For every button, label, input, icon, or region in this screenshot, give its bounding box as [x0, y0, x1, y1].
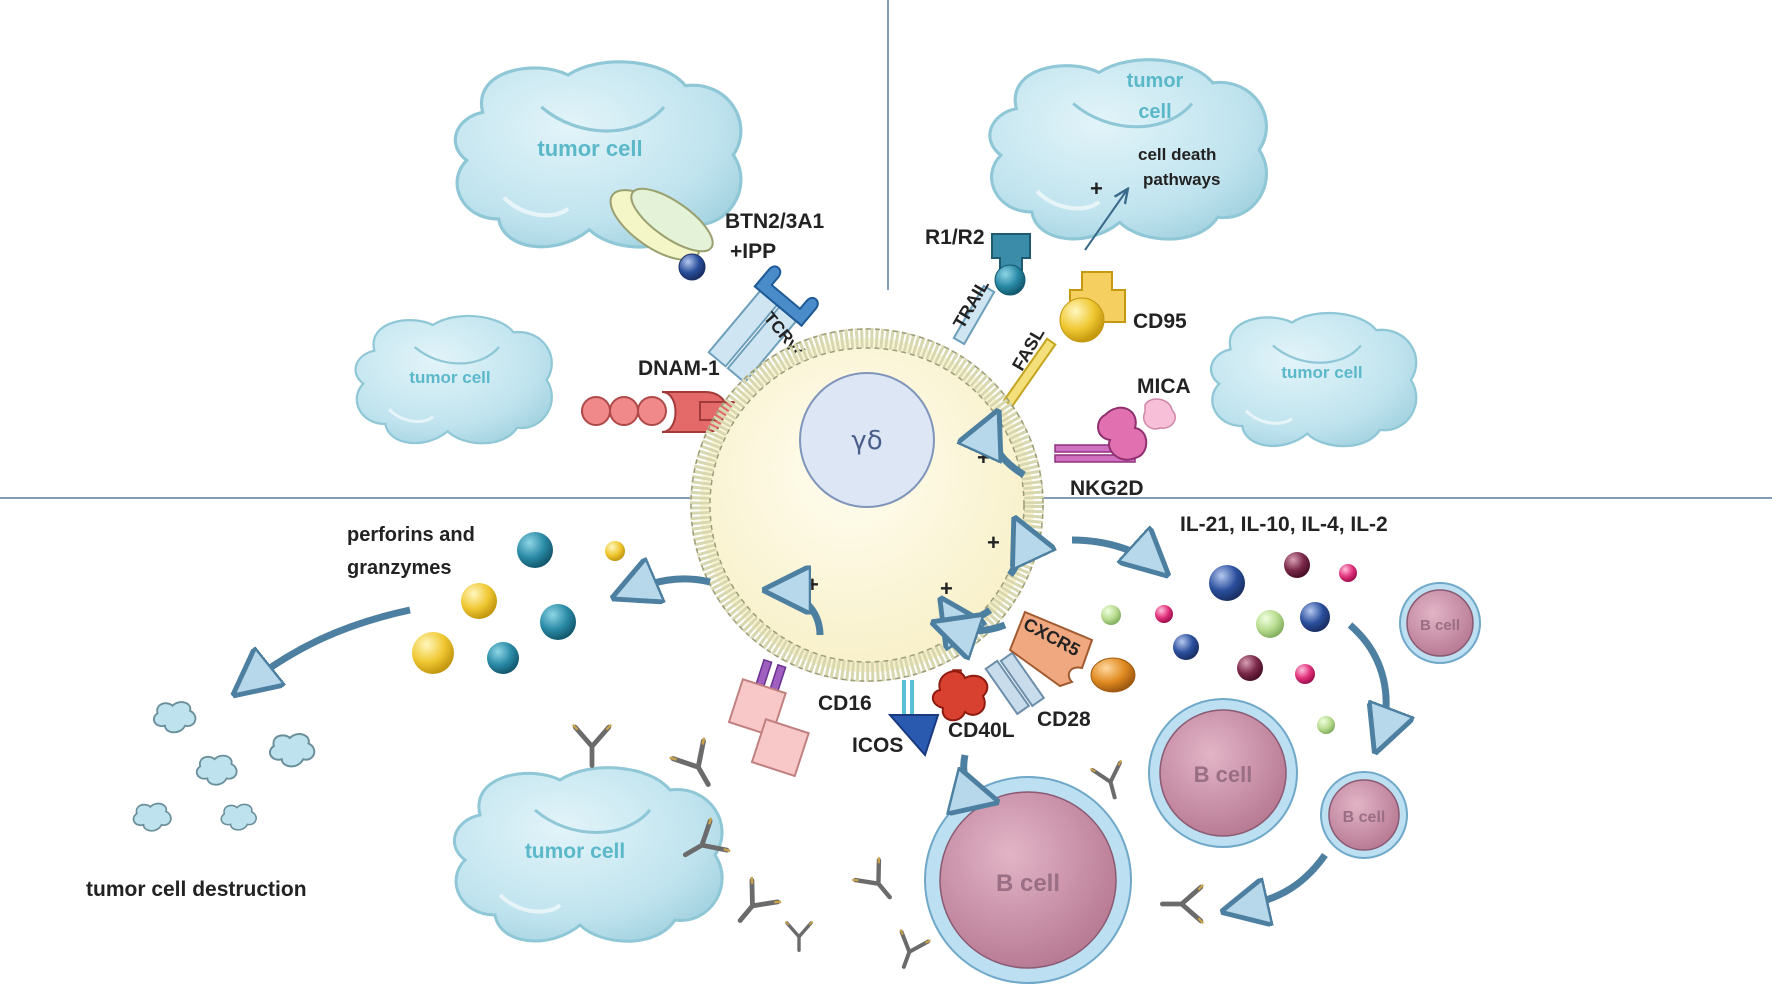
- gamma-delta-label: γδ: [851, 426, 882, 456]
- b-cell-arrow: [964, 754, 990, 800]
- destruction-label: tumor cell destruction: [86, 878, 307, 901]
- b-cell-label: B cell: [1420, 617, 1460, 634]
- cd16-label: CD16: [818, 692, 872, 715]
- b-cell-arrow: [1230, 852, 1328, 910]
- pathways-label: pathways: [1143, 170, 1220, 189]
- plus-sign: +: [806, 572, 819, 597]
- granule-cluster: [412, 532, 625, 674]
- tumor-cell-right: tumor cell: [1209, 311, 1419, 449]
- nucleus: [799, 372, 935, 508]
- tumor-cell-top-right: tumor cell: [990, 60, 1267, 239]
- cell-death-label: cell death: [1138, 145, 1216, 164]
- tumor-cell-top-left: tumor cell: [455, 62, 741, 247]
- tumor-cell-label: tumor cell: [537, 136, 642, 161]
- tumor-cell-label: tumor cell: [409, 368, 490, 387]
- b-cell-label: B cell: [1343, 809, 1386, 826]
- tumor-debris: [132, 701, 316, 832]
- b-cell-medium: B cell: [1148, 698, 1298, 848]
- dnam-label: DNAM-1: [638, 357, 720, 380]
- cd40l-receptor: [931, 669, 989, 722]
- destruction-arrow: [240, 606, 411, 690]
- tumor-cell-left: tumor cell: [353, 314, 554, 446]
- cd28-label: CD28: [1037, 708, 1091, 731]
- plus-sign: +: [987, 530, 1000, 555]
- cell-death-arrow: [1084, 190, 1127, 251]
- plus-sign: +: [1090, 176, 1103, 201]
- b-cell-small: B cell: [1399, 582, 1481, 664]
- cytokine-arrow: [1071, 540, 1162, 570]
- plus-sign: +: [940, 576, 953, 601]
- signal-arrow: [992, 418, 1026, 478]
- btn-label: BTN2/3A1: [725, 210, 825, 233]
- granzymes-label: granzymes: [347, 557, 452, 579]
- nkg2d-receptor: [1054, 398, 1176, 463]
- mica-label: MICA: [1137, 375, 1191, 398]
- cd95-label: CD95: [1133, 310, 1187, 333]
- tumor-cell-bottom: tumor cell: [454, 768, 722, 942]
- icos-label: ICOS: [852, 734, 903, 757]
- signal-arrow: [940, 625, 1007, 631]
- ipp-label: +IPP: [730, 240, 776, 263]
- fasl-receptor: [1002, 271, 1126, 408]
- tumor-cell-label: tumor cell: [525, 840, 625, 863]
- btn-molecule: [609, 187, 714, 281]
- r1r2-label: R1/R2: [925, 226, 985, 249]
- signal-arrow: [772, 590, 824, 636]
- cytokines-label: IL-21, IL-10, IL-4, IL-2: [1180, 513, 1388, 536]
- cd28-receptor: [984, 651, 1046, 716]
- icos-receptor: [887, 680, 940, 757]
- b-cell-label: B cell: [996, 870, 1060, 897]
- cd16-receptor: [727, 658, 810, 778]
- perforins-label: perforins and: [347, 524, 475, 546]
- signal-arrow: [1007, 525, 1023, 578]
- nkg2d-label: NKG2D: [1070, 477, 1144, 500]
- tumor-cell-label: tumor: [1127, 70, 1184, 92]
- cxcr5-receptor: [1008, 610, 1136, 693]
- b-cell-label: B cell: [1194, 762, 1253, 787]
- b-cell-small-right: B cell: [1320, 771, 1408, 859]
- plus-sign: +: [977, 445, 990, 470]
- tumor-cell-label: tumor cell: [1281, 363, 1362, 382]
- tcr-receptor: [707, 265, 819, 384]
- cytokine-cluster: [1101, 552, 1357, 734]
- trail-receptor: [952, 233, 1031, 346]
- b-cell-arrow: [1347, 622, 1386, 745]
- release-arrow: [620, 579, 711, 595]
- cd40l-label: CD40L: [948, 719, 1015, 742]
- b-cell-large: B cell: [924, 776, 1132, 984]
- tumor-cell-label: cell: [1138, 101, 1171, 123]
